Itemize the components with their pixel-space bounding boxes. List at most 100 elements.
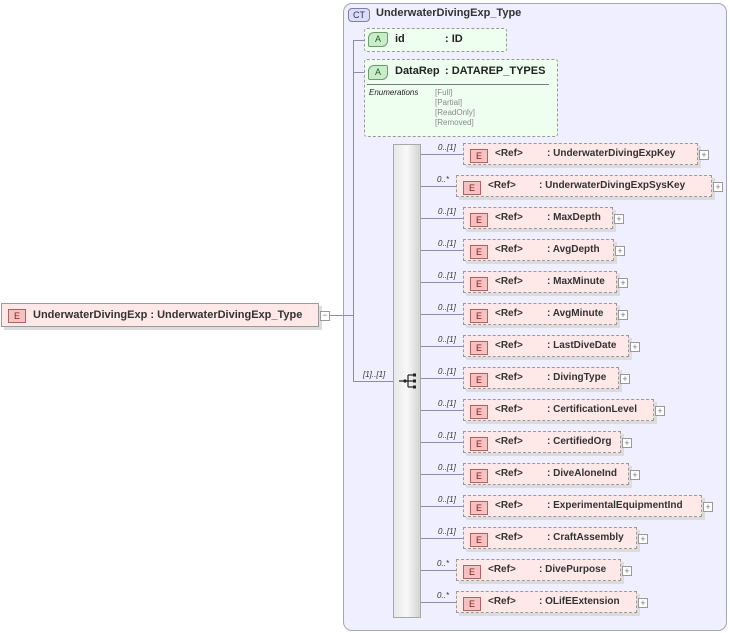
expand-icon[interactable]: + — [703, 502, 713, 512]
expand-icon[interactable]: + — [630, 470, 640, 480]
element-multiplicity: 0..[1] — [438, 335, 456, 344]
element-box[interactable]: E <Ref> : DivePurpose — [456, 559, 621, 581]
element-badge: E — [470, 309, 488, 323]
element-connector — [421, 506, 463, 507]
element-badge: E — [470, 405, 488, 419]
expand-icon[interactable]: + — [615, 246, 625, 256]
element-ref-label: <Ref> — [495, 532, 523, 543]
element-multiplicity: 0..[1] — [438, 271, 456, 280]
enumeration-value: [ReadOnly] — [435, 108, 476, 117]
element-ref-label: <Ref> — [495, 340, 523, 351]
element-multiplicity: 0..[1] — [438, 207, 456, 216]
element-connector — [421, 282, 463, 283]
element-name: : UnderwaterDivingExpKey — [547, 148, 676, 159]
element-box[interactable]: E<Ref>: AvgMinute — [463, 303, 617, 325]
expand-icon[interactable]: + — [614, 214, 624, 224]
element-badge: E — [463, 181, 481, 195]
expand-icon[interactable]: + — [622, 438, 632, 448]
element-box[interactable]: E <Ref> : DivingType — [463, 367, 619, 389]
attr-id-connector — [353, 40, 365, 41]
element-box[interactable]: E <Ref> : OLifEExtension — [456, 591, 637, 613]
element-connector — [421, 570, 456, 571]
element-ref-label: <Ref> — [495, 436, 523, 447]
collapse-icon[interactable]: − — [320, 311, 330, 321]
element-ref-label: <Ref> — [488, 180, 516, 191]
expand-icon[interactable]: + — [618, 310, 628, 320]
element-name: : UnderwaterDivingExpSysKey — [539, 180, 686, 191]
element-badge: E — [463, 565, 481, 579]
element-box[interactable]: E <Ref> : UnderwaterDivingExpSysKey — [456, 175, 712, 197]
element-name: : CraftAssembly — [547, 532, 624, 543]
element-box[interactable]: E<Ref>: AvgDepth — [463, 239, 614, 261]
element-multiplicity: 0..[1] — [438, 463, 456, 472]
enumeration-value: [Removed] — [435, 118, 474, 127]
expand-icon[interactable]: + — [713, 182, 723, 192]
element-badge: E — [470, 341, 488, 355]
sequence-multiplicity: [1]..[1] — [363, 370, 386, 379]
element-multiplicity: 0..[1] — [438, 431, 456, 440]
element-box[interactable]: E<Ref>: DiveAloneInd — [463, 463, 629, 485]
attribute-id-type: : ID — [445, 33, 463, 45]
element-box[interactable]: E <Ref> : UnderwaterDivingExpKey — [463, 143, 698, 165]
element-name: : DivingType — [547, 372, 607, 383]
element-connector — [421, 378, 463, 379]
expand-icon[interactable]: + — [622, 566, 632, 576]
attribute-id-name: id — [395, 33, 405, 45]
sequence-icon — [399, 373, 416, 389]
element-box[interactable]: E <Ref> : CraftAssembly — [463, 527, 637, 549]
element-multiplicity: 0..[1] — [438, 143, 456, 152]
element-connector — [421, 186, 456, 187]
element-box[interactable]: E <Ref> : CertifiedOrg — [463, 431, 621, 453]
element-ref-label: <Ref> — [495, 372, 523, 383]
element-connector — [421, 218, 463, 219]
element-connector — [421, 250, 463, 251]
element-multiplicity: 0..[1] — [438, 527, 456, 536]
expand-icon[interactable]: + — [630, 342, 640, 352]
element-connector — [421, 346, 463, 347]
enumeration-value: [Full] — [435, 88, 453, 97]
element-box[interactable]: E<Ref>: ExperimentalEquipmentInd — [463, 495, 702, 517]
expand-icon[interactable]: + — [620, 374, 630, 384]
element-ref-label: <Ref> — [495, 212, 523, 223]
complex-type-badge: CT — [348, 8, 370, 22]
element-badge: E — [470, 373, 488, 387]
element-multiplicity: 0..* — [437, 559, 450, 568]
element-badge: E — [470, 469, 488, 483]
expand-icon[interactable]: + — [618, 278, 628, 288]
element-box[interactable]: E<Ref>: CertificationLevel — [463, 399, 654, 421]
element-name: : DivePurpose — [539, 564, 607, 575]
element-ref-label: <Ref> — [488, 564, 516, 575]
attribute-datarep-badge: A — [368, 65, 388, 80]
expand-icon[interactable]: + — [655, 406, 665, 416]
attribute-id-badge: A — [368, 32, 388, 47]
element-badge: E — [470, 149, 488, 163]
element-ref-label: <Ref> — [495, 148, 523, 159]
element-ref-label: <Ref> — [495, 404, 523, 415]
element-connector — [421, 538, 463, 539]
element-name: : MaxMinute — [547, 276, 605, 287]
element-connector — [421, 602, 456, 603]
sequence-connector — [353, 381, 393, 382]
root-element-box[interactable]: E UnderwaterDivingExp : UnderwaterDiving… — [1, 303, 319, 327]
element-ref-label: <Ref> — [488, 596, 516, 607]
element-badge: E — [470, 501, 488, 515]
element-ref-label: <Ref> — [495, 308, 523, 319]
element-connector — [421, 442, 463, 443]
element-box[interactable]: E<Ref>: MaxDepth — [463, 207, 613, 229]
expand-icon[interactable]: + — [638, 534, 648, 544]
attribute-datarep-divider — [367, 84, 549, 85]
root-connector — [319, 315, 353, 316]
element-multiplicity: 0..[1] — [438, 399, 456, 408]
element-badge: E — [463, 597, 481, 611]
element-name: : OLifEExtension — [539, 596, 620, 607]
element-badge: E — [470, 533, 488, 547]
element-name: : DiveAloneInd — [547, 468, 618, 479]
element-name: : CertifiedOrg — [547, 436, 612, 447]
expand-icon[interactable]: + — [638, 598, 648, 608]
expand-icon[interactable]: + — [699, 150, 709, 160]
element-connector — [421, 410, 463, 411]
element-box[interactable]: E<Ref>: LastDiveDate — [463, 335, 629, 357]
element-badge: E — [470, 437, 488, 451]
element-box[interactable]: E<Ref>: MaxMinute — [463, 271, 617, 293]
